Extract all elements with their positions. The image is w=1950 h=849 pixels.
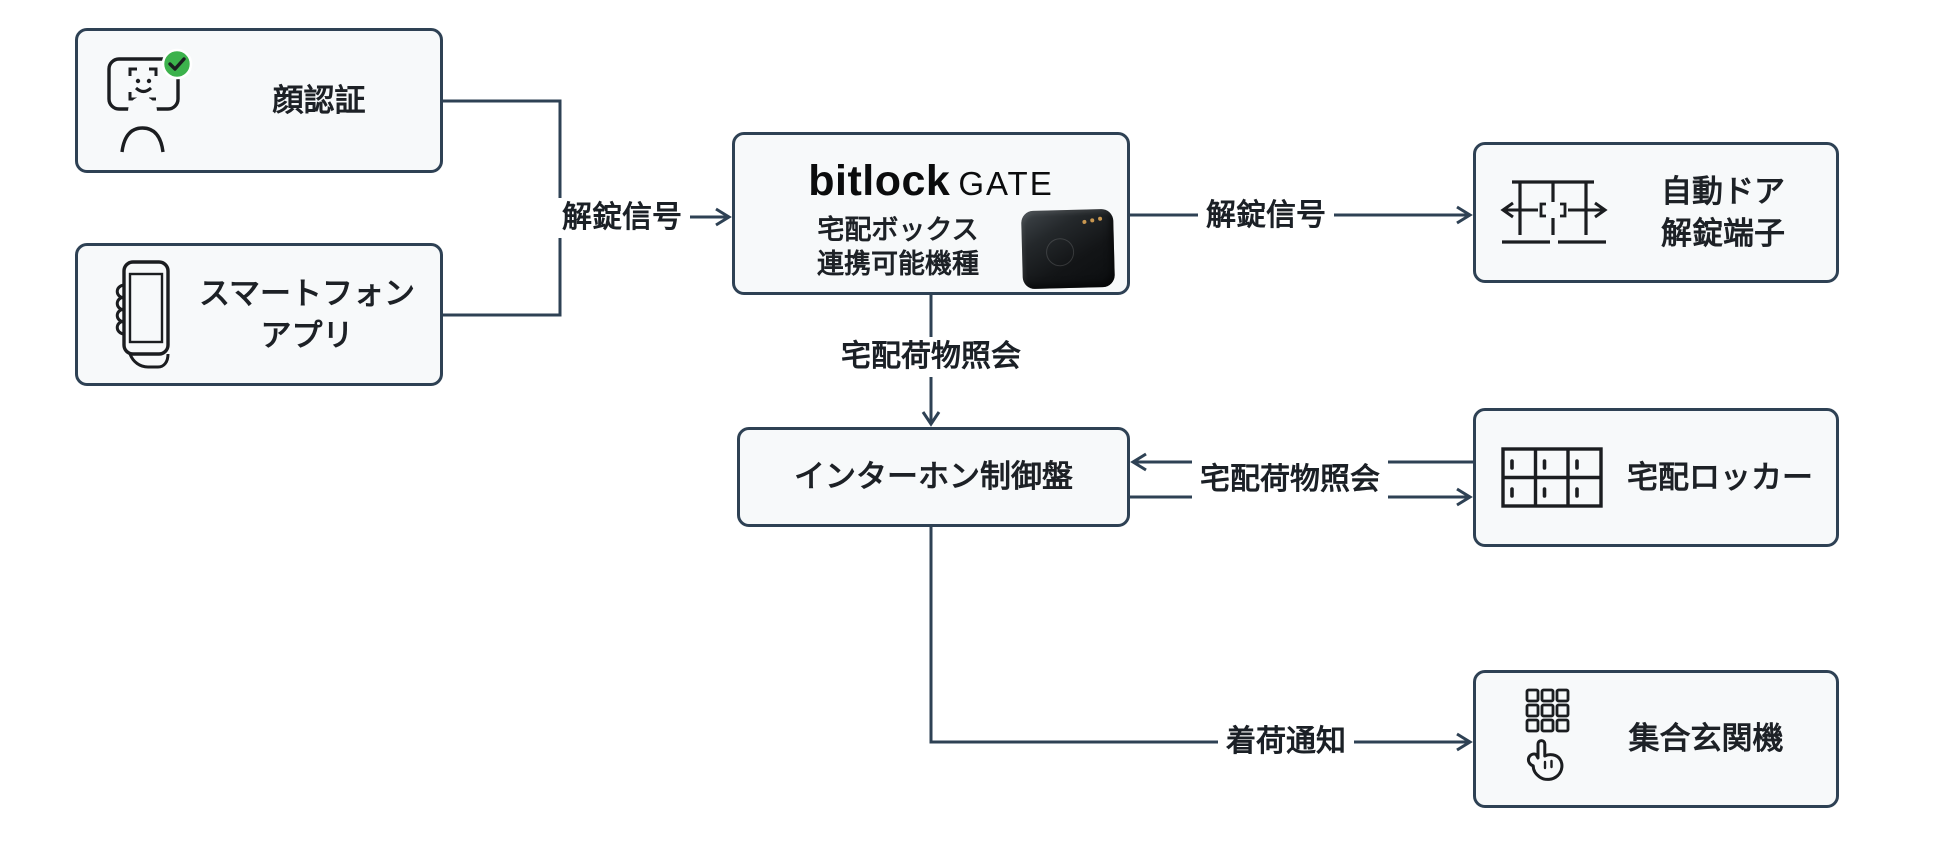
gate-device-image	[1020, 208, 1116, 290]
smartphone-hand-icon	[115, 259, 170, 368]
logo-gate: GATE	[958, 165, 1054, 202]
arrowhead-unlock-left	[715, 207, 732, 227]
intercom-label: インターホン制御盤	[794, 459, 1073, 494]
arrowhead-parcel-to-locker	[1456, 487, 1473, 507]
arrowhead-arrival	[1456, 732, 1473, 752]
entrance-panel-label: 集合玄関機	[1628, 721, 1784, 756]
edge-label-parcel-inquiry-between: 宅配荷物照会	[1192, 460, 1388, 500]
keypad-icon	[1525, 688, 1570, 733]
edge-label-arrival-notification: 着荷通知	[1218, 722, 1354, 762]
edge-label-parcel-inquiry-down: 宅配荷物照会	[833, 337, 1029, 377]
node-intercom: インターホン制御盤	[737, 427, 1130, 527]
arrowhead-unlock-right	[1456, 205, 1473, 225]
gate-device-leds	[1082, 216, 1103, 225]
gate-device-button	[1045, 237, 1075, 267]
logo-bitlock: bitlock	[808, 157, 951, 205]
node-face-auth: 顔認証	[75, 28, 443, 173]
gate-desc-line1: 宅配ボックス	[817, 215, 979, 245]
delivery-locker-label: 宅配ロッカー	[1627, 459, 1813, 495]
arrowhead-parcel-down	[921, 411, 941, 427]
edge-arrival-notification	[929, 527, 1469, 744]
edge-left-bus	[443, 99, 562, 317]
smartphone-app-line1: スマートフォン	[198, 275, 416, 311]
bitlock-gate-description: 宅配ボックス 連携可能機種	[817, 213, 979, 281]
smartphone-app-line2: アプリ	[260, 317, 354, 353]
gate-desc-line2: 連携可能機種	[817, 249, 979, 279]
auto-door-line2: 解錠端子	[1661, 215, 1785, 251]
auto-door-line1: 自動ドア	[1661, 173, 1785, 209]
smartphone-app-label: スマートフォン アプリ	[199, 273, 415, 357]
node-auto-door: 自動ドア 解錠端子	[1473, 142, 1839, 283]
edge-label-unlock-signal-right: 解錠信号	[1198, 196, 1334, 236]
keypad-hand-icon	[1525, 688, 1570, 781]
arrowhead-parcel-to-intercom	[1130, 452, 1147, 472]
auto-door-label: 自動ドア 解錠端子	[1661, 171, 1785, 255]
node-smartphone-app: スマートフォン アプリ	[75, 243, 443, 386]
face-auth-label: 顔認証	[272, 82, 366, 118]
node-delivery-locker: 宅配ロッカー	[1473, 408, 1839, 547]
edge-label-unlock-signal-left: 解錠信号	[554, 198, 690, 238]
pointing-hand-icon	[1526, 739, 1564, 781]
sliding-door-icon	[1500, 179, 1608, 244]
face-recognition-icon	[107, 48, 193, 152]
gate-device-body	[1020, 208, 1116, 290]
locker-grid-icon	[1501, 446, 1603, 508]
node-entrance-panel: 集合玄関機	[1473, 670, 1839, 808]
